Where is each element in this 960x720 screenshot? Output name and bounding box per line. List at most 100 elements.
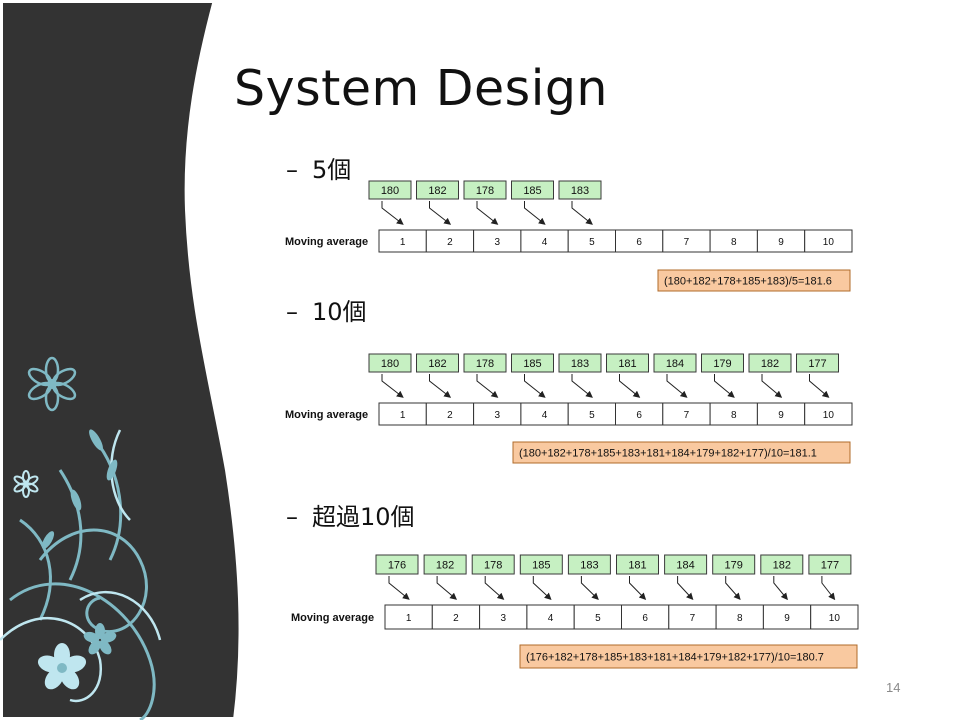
value-text: 178	[476, 185, 494, 197]
position-cell	[384, 604, 433, 630]
position-text: 10	[823, 410, 835, 421]
value-text: 182	[761, 358, 779, 370]
formula-box	[657, 269, 851, 292]
flower-icon	[13, 470, 39, 498]
position-text: 9	[778, 410, 784, 421]
position-text: 4	[542, 410, 548, 421]
value-box	[712, 554, 756, 575]
arrow-connector	[532, 576, 552, 600]
position-text: 1	[400, 410, 406, 421]
position-text: 8	[731, 410, 737, 421]
section-title: 超過10個	[312, 503, 415, 531]
position-text: 2	[447, 237, 453, 248]
value-text: 179	[713, 358, 731, 370]
arrow-connector	[571, 201, 593, 225]
arrow-connector	[761, 374, 783, 398]
arrow-connector	[476, 374, 499, 398]
position-cell	[425, 402, 475, 426]
position-cell	[479, 604, 528, 630]
value-box	[511, 353, 554, 373]
flower-icon	[37, 643, 87, 690]
position-cell	[662, 402, 711, 426]
swirl-ornament	[9, 439, 156, 720]
value-text: 185	[532, 560, 550, 572]
flower-icon	[83, 623, 117, 655]
section-title: 5個	[312, 156, 352, 184]
flower-icon	[27, 356, 77, 412]
position-cell	[567, 402, 617, 426]
arrow-connector	[714, 374, 735, 398]
arrow-connector	[821, 576, 836, 601]
position-cell	[662, 229, 711, 253]
position-cell	[473, 402, 522, 426]
value-text: 183	[580, 560, 598, 572]
position-text: 4	[548, 613, 554, 624]
arrow-connector	[524, 201, 546, 225]
value-box	[416, 353, 459, 373]
leaf-icon	[41, 429, 118, 549]
value-box	[796, 353, 839, 373]
value-box	[701, 353, 744, 373]
position-text: 10	[823, 237, 835, 248]
arrow-connector	[524, 374, 546, 398]
formula-box	[519, 644, 858, 669]
page-number: 14	[886, 680, 901, 695]
position-cell	[526, 604, 575, 630]
arrow-connector	[476, 201, 499, 225]
value-text: 179	[725, 560, 743, 572]
position-text: 9	[778, 237, 784, 248]
position-text: 8	[731, 237, 737, 248]
position-cell	[520, 402, 569, 426]
arrow-connector	[677, 576, 694, 601]
arrow-connector	[429, 374, 452, 398]
position-cell	[378, 229, 427, 253]
value-text: 184	[666, 358, 684, 370]
position-cell	[709, 402, 758, 426]
value-box	[808, 554, 852, 575]
position-cell	[520, 229, 569, 253]
value-text: 183	[571, 185, 589, 197]
decorative-side-panel	[0, 0, 245, 720]
bullet-dash: –	[286, 156, 298, 184]
arrow-connector	[580, 576, 599, 600]
position-text: 4	[542, 237, 548, 248]
position-cell	[756, 229, 806, 253]
value-box	[368, 180, 412, 200]
value-text: 184	[676, 560, 694, 572]
position-cell	[378, 402, 427, 426]
position-cell	[804, 229, 853, 253]
value-text: 182	[428, 185, 446, 197]
value-text: 176	[388, 560, 406, 572]
value-box	[664, 554, 708, 575]
position-text: 9	[784, 613, 790, 624]
position-cell	[615, 402, 664, 426]
position-text: 3	[494, 410, 500, 421]
row-label: Moving average	[285, 236, 368, 248]
arrow-connector	[666, 374, 688, 398]
value-box	[606, 353, 649, 373]
value-box	[416, 180, 459, 200]
bullet-dash: –	[286, 298, 298, 326]
value-box	[558, 180, 602, 200]
arrow-connector	[809, 374, 830, 398]
row-label: Moving average	[285, 409, 368, 421]
arrow-connector	[629, 576, 647, 601]
position-cell	[621, 604, 670, 630]
value-box	[471, 554, 515, 575]
formula-text: (180+182+178+185+183+181+184+179+182+177…	[519, 448, 817, 460]
bullet-dash: –	[286, 503, 298, 531]
value-text: 182	[436, 560, 454, 572]
section-title: 10個	[312, 298, 367, 326]
value-box	[375, 554, 419, 575]
section-label-10: –10個	[286, 292, 367, 327]
formula-text: (176+182+178+185+183+181+184+179+182+177…	[526, 652, 824, 664]
position-text: 10	[829, 613, 841, 624]
row-label: Moving average	[291, 612, 374, 624]
position-text: 3	[500, 613, 506, 624]
position-text: 2	[453, 613, 459, 624]
position-text: 1	[406, 613, 412, 624]
value-box	[463, 353, 507, 373]
value-box	[519, 554, 563, 575]
position-cell	[573, 604, 623, 630]
position-cell	[425, 229, 475, 253]
